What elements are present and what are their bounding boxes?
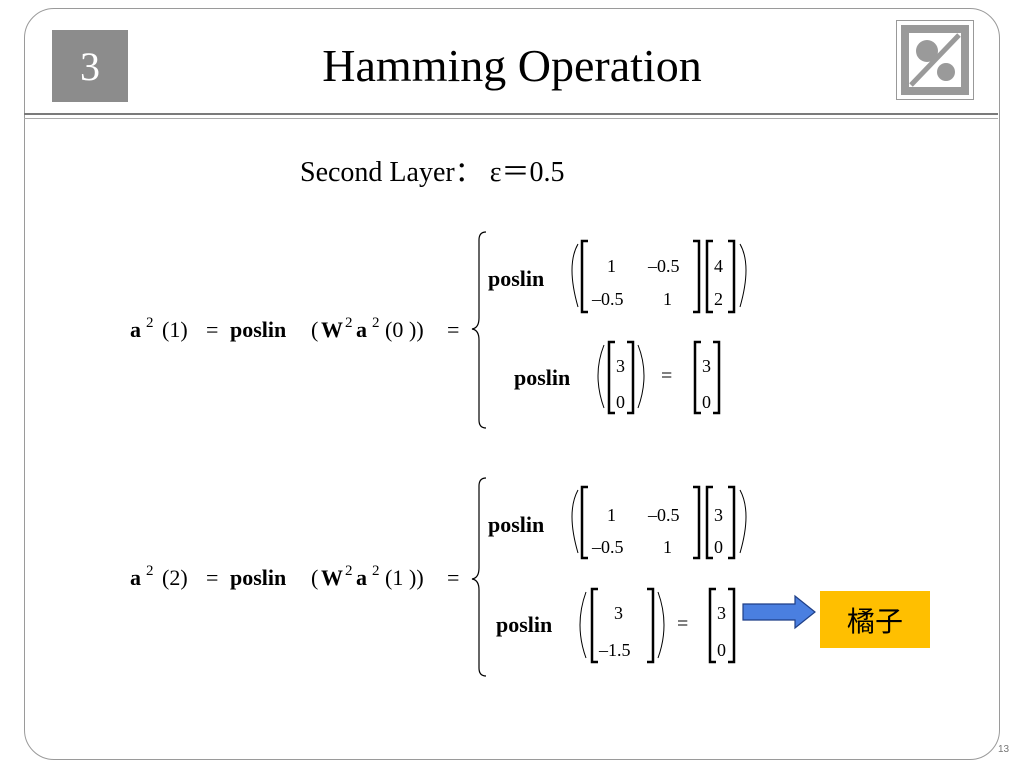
svg-text:1: 1 xyxy=(607,505,616,525)
svg-text:0: 0 xyxy=(616,392,625,412)
brace-icon xyxy=(471,231,487,429)
svg-text:3: 3 xyxy=(616,356,625,376)
title-rule xyxy=(24,113,998,115)
svg-text:a 2 (2) =: a 2 (2) = poslin ( W 2 a 2 (1 )) = xyxy=(130,555,459,590)
svg-text:=: = xyxy=(677,613,688,635)
arrow-right-icon xyxy=(742,594,816,630)
svg-text:3: 3 xyxy=(714,505,723,525)
chapter-badge: 3 xyxy=(52,30,128,102)
svg-text:4: 4 xyxy=(714,256,723,276)
svg-text:–0.5: –0.5 xyxy=(591,537,624,557)
svg-text:1: 1 xyxy=(663,537,672,557)
equation-1: a 2 (1) = poslin ( W 2 a 2 (0 )) = posli… xyxy=(130,231,747,429)
svg-text:=: = xyxy=(661,365,672,387)
svg-text:0: 0 xyxy=(714,537,723,557)
svg-text:3: 3 xyxy=(717,603,726,623)
slide-title: Hamming Operation xyxy=(322,40,702,91)
svg-text:a 2 (1) =: a 2 (1) = poslin ( W 2 a 2 (0 )) = xyxy=(130,307,459,342)
svg-text:–0.5: –0.5 xyxy=(647,505,680,525)
svg-text:2: 2 xyxy=(714,289,723,309)
svg-text:3: 3 xyxy=(614,603,623,623)
svg-text:poslin: poslin xyxy=(488,512,544,537)
svg-text:poslin: poslin xyxy=(514,365,570,390)
subtitle: Second Layer： ε＝0.5 xyxy=(300,157,565,188)
svg-text:poslin: poslin xyxy=(488,266,544,291)
equation-2: a 2 (2) = poslin ( W 2 a 2 (1 )) = posli… xyxy=(130,477,747,677)
svg-text:–0.5: –0.5 xyxy=(591,289,624,309)
svg-text:0: 0 xyxy=(717,640,726,660)
svg-text:poslin: poslin xyxy=(496,612,552,637)
brace-icon xyxy=(471,477,487,677)
svg-text:0: 0 xyxy=(702,392,711,412)
svg-text:3: 3 xyxy=(702,356,711,376)
svg-text:1: 1 xyxy=(663,289,672,309)
result-label: 橘子 xyxy=(820,591,930,648)
logo-icon xyxy=(896,20,974,100)
title-rule-thin xyxy=(24,118,998,119)
svg-text:1: 1 xyxy=(607,256,616,276)
svg-text:–0.5: –0.5 xyxy=(647,256,680,276)
svg-text:–1.5: –1.5 xyxy=(598,640,631,660)
page-number: 13 xyxy=(998,744,1010,755)
